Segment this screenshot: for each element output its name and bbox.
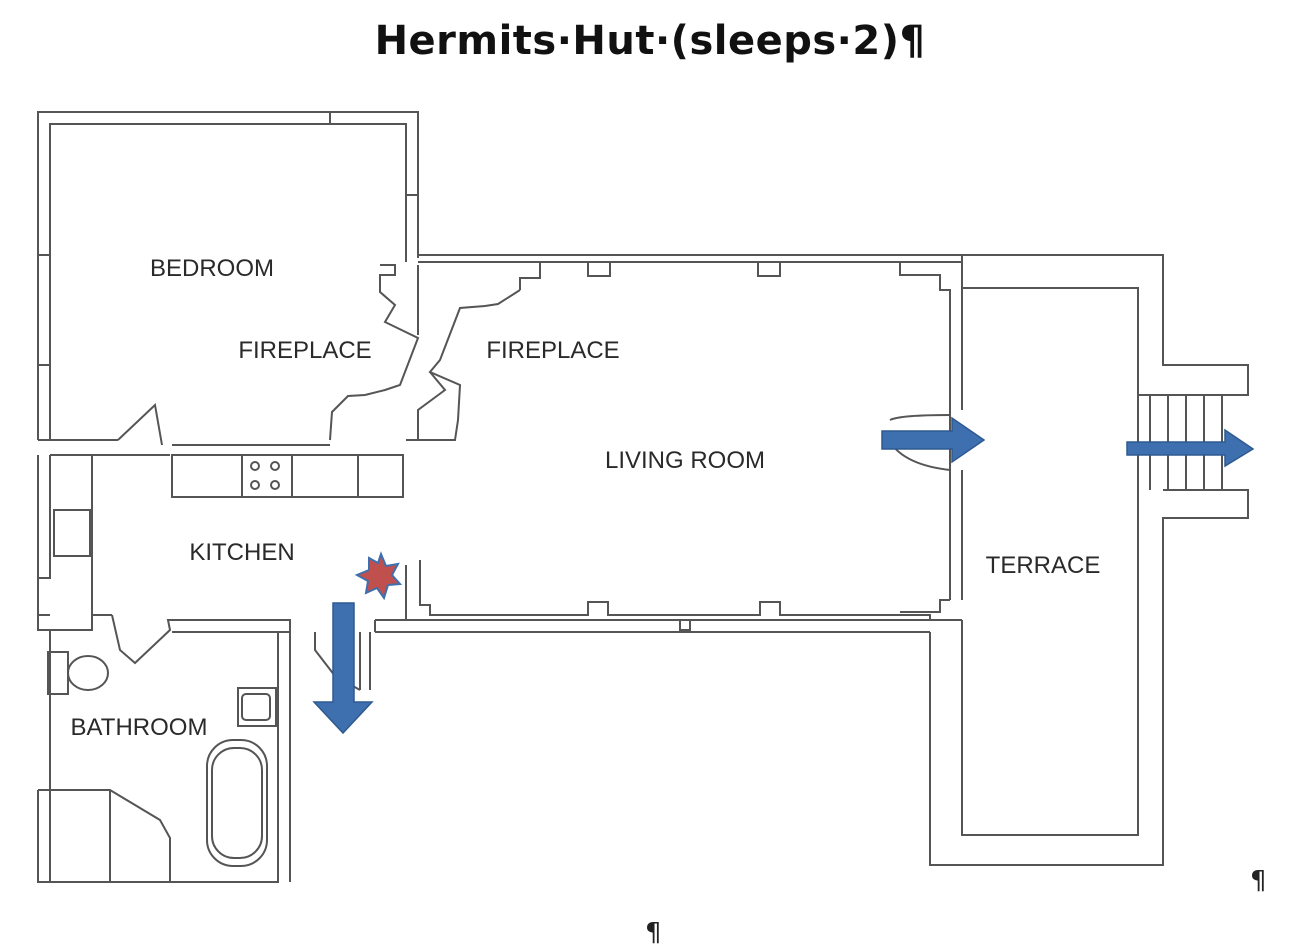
paragraph-mark-bottom: ¶ bbox=[645, 918, 662, 948]
room-label-fireplace-left: FIREPLACE bbox=[238, 337, 371, 364]
room-label-terrace: TERRACE bbox=[986, 552, 1101, 579]
fireplace-left-outline bbox=[329, 264, 420, 441]
arrow-icon bbox=[881, 416, 986, 464]
arrow-icon bbox=[312, 602, 374, 735]
walls bbox=[37, 111, 1249, 883]
paragraph-mark-right: ¶ bbox=[1250, 866, 1267, 896]
top-wall bbox=[418, 254, 1249, 396]
toilet-bowl bbox=[67, 655, 109, 691]
bathtub bbox=[206, 739, 268, 867]
fridge bbox=[357, 454, 404, 498]
sink bbox=[237, 687, 277, 727]
arrow-icon bbox=[1126, 428, 1255, 468]
fireplace-right-outline bbox=[406, 289, 521, 441]
room-label-living-room: LIVING ROOM bbox=[605, 447, 765, 474]
stove bbox=[241, 454, 293, 498]
room-label-fireplace-right: FIREPLACE bbox=[486, 337, 619, 364]
kitchen-cabinet bbox=[53, 509, 91, 557]
bedroom-inner-wall bbox=[49, 123, 407, 440]
page-title: Hermits·Hut·(sleeps·2)¶ bbox=[374, 18, 926, 64]
bedroom-outer-wall bbox=[37, 111, 419, 440]
room-label-bedroom: BEDROOM bbox=[150, 255, 274, 282]
terrace-outer bbox=[929, 489, 1249, 866]
kitchen-counter bbox=[171, 454, 243, 498]
room-label-kitchen: KITCHEN bbox=[189, 539, 294, 566]
exit-arrows bbox=[312, 416, 1255, 735]
terrace-inner bbox=[961, 287, 1139, 836]
room-label-bathroom: BATHROOM bbox=[71, 714, 208, 741]
star-icon bbox=[354, 551, 403, 601]
